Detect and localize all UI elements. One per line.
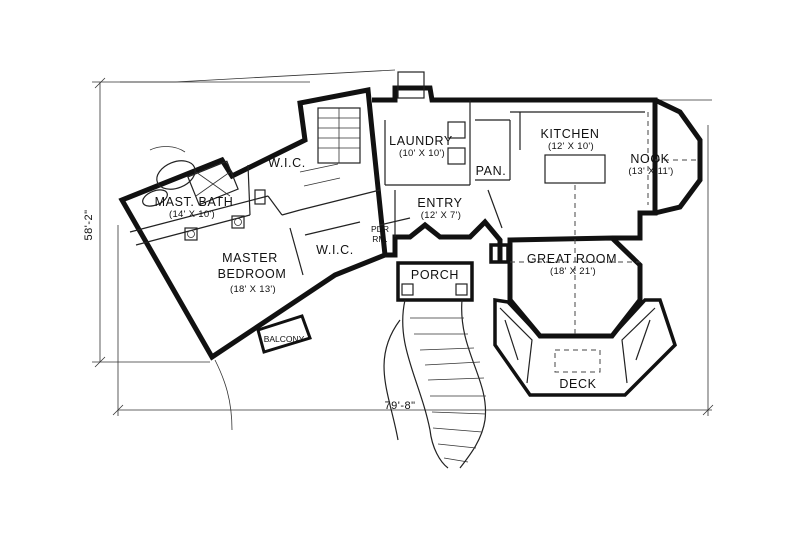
deck-label: DECK — [559, 377, 596, 391]
mast-bath-label: MAST. BATH — [155, 195, 234, 209]
master-bedroom-size: (18' X 13') — [230, 284, 276, 295]
mast-bath-size: (14' X 10') — [169, 209, 215, 220]
nook-label: NOOK — [630, 152, 669, 166]
kitchen-size: (12' X 10') — [548, 141, 594, 152]
entry-size: (12' X 7') — [421, 210, 461, 221]
porch — [383, 261, 487, 469]
powder-room-label-1: PDR — [371, 224, 389, 234]
overall-width-label: 79'-8" — [384, 400, 415, 412]
balcony-label: BALCONY — [264, 334, 305, 344]
wic-lower-label: W.I.C. — [316, 243, 354, 257]
master-bedroom-label-1: MASTER — [222, 251, 278, 265]
overall-depth-label: 58'-2" — [83, 209, 95, 240]
laundry-size: (10' X 10') — [399, 148, 445, 159]
master-wing — [118, 87, 388, 361]
great-room-label: GREAT ROOM — [527, 252, 617, 266]
laundry-label: LAUNDRY — [389, 134, 453, 148]
entry-label: ENTRY — [417, 196, 462, 210]
main-house — [372, 71, 703, 264]
powder-room-label-2: RM. — [372, 234, 388, 244]
wic-upper-label: W.I.C. — [268, 156, 306, 170]
dimension-lines — [92, 69, 714, 416]
porch-label: PORCH — [411, 268, 459, 282]
kitchen-label: KITCHEN — [540, 127, 599, 141]
great-room-size: (18' X 21') — [550, 266, 596, 277]
nook-size: (13' X 11') — [628, 166, 673, 177]
pantry-label: PAN. — [476, 164, 507, 178]
great-room — [493, 185, 678, 397]
site-lines — [149, 146, 233, 431]
master-bedroom-label-2: BEDROOM — [218, 267, 287, 281]
